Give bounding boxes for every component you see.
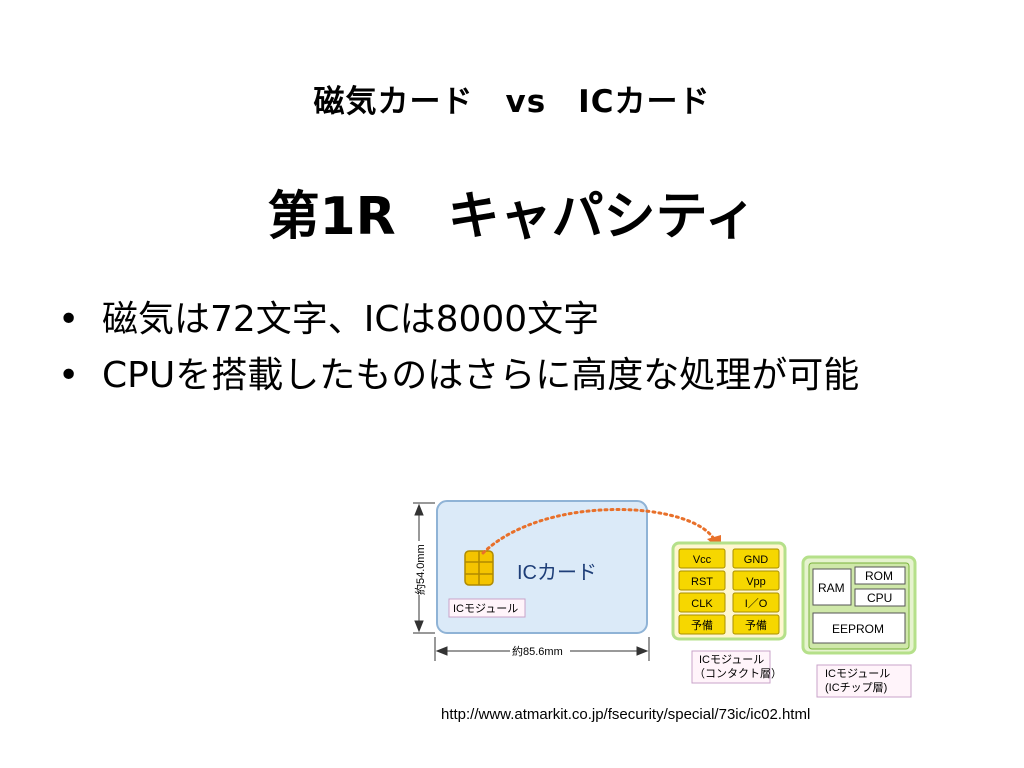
contact-pad-right-2	[732, 592, 780, 613]
contact-label-right-2: I／O	[745, 597, 768, 610]
bullet-dot: •	[58, 299, 80, 340]
slide-title: 第1R キャパシティ	[267, 187, 757, 247]
chip-caption-2: (ICチップ層)	[825, 681, 887, 694]
source-credit: http://www.atmarkit.co.jp/fsecurity/spec…	[441, 706, 811, 723]
contact-pad-left-3	[678, 614, 726, 635]
contact-label-right-1: Vpp	[746, 576, 766, 588]
contact-pad-left-2	[678, 592, 726, 613]
cpu-label: CPU	[867, 591, 892, 605]
card-label: ICカード	[517, 562, 597, 584]
bullet-item: • CPUを搭載したものはさらに高度な処理が可能	[58, 348, 958, 404]
contact-label-right-3: 予備	[745, 619, 767, 632]
contact-label-left-2: CLK	[691, 598, 713, 610]
eeprom-label: EEPROM	[832, 622, 884, 636]
contact-pad-right-1	[732, 570, 780, 591]
contact-pad-right-0	[732, 548, 780, 569]
contact-pad-left-0	[678, 548, 726, 569]
contact-label-left-3: 予備	[691, 619, 713, 632]
bullet-list: • 磁気は72文字、ICは8000文字 • CPUを搭載したものはさらに高度な処…	[58, 292, 958, 404]
bullet-dot: •	[58, 355, 80, 396]
slide-subtitle: 磁気カード vs ICカード	[313, 84, 711, 120]
contact-label-left-0: Vcc	[693, 554, 712, 566]
height-dim-label: 約54.0mm	[413, 544, 427, 595]
contact-caption-2: （コンタクト層）	[694, 667, 782, 680]
width-dim-label: 約85.6mm	[512, 644, 563, 658]
contact-label-right-0: GND	[744, 554, 769, 566]
ram-label: RAM	[818, 581, 845, 595]
rom-label: ROM	[865, 569, 893, 583]
contact-label-left-1: RST	[691, 576, 713, 588]
chip-caption-1: ICモジュール	[825, 668, 890, 680]
contact-pad-right-3	[732, 614, 780, 635]
bullet-text: CPUを搭載したものはさらに高度な処理が可能	[102, 355, 860, 396]
zoom-arrow	[481, 508, 717, 555]
contact-pad-left-1	[678, 570, 726, 591]
bullet-text: 磁気は72文字、ICは8000文字	[102, 299, 600, 340]
chip-icon	[464, 550, 494, 586]
bullet-item: • 磁気は72文字、ICは8000文字	[58, 292, 958, 348]
module-label: ICモジュール	[453, 603, 518, 615]
contact-caption-1: ICモジュール	[699, 654, 764, 666]
